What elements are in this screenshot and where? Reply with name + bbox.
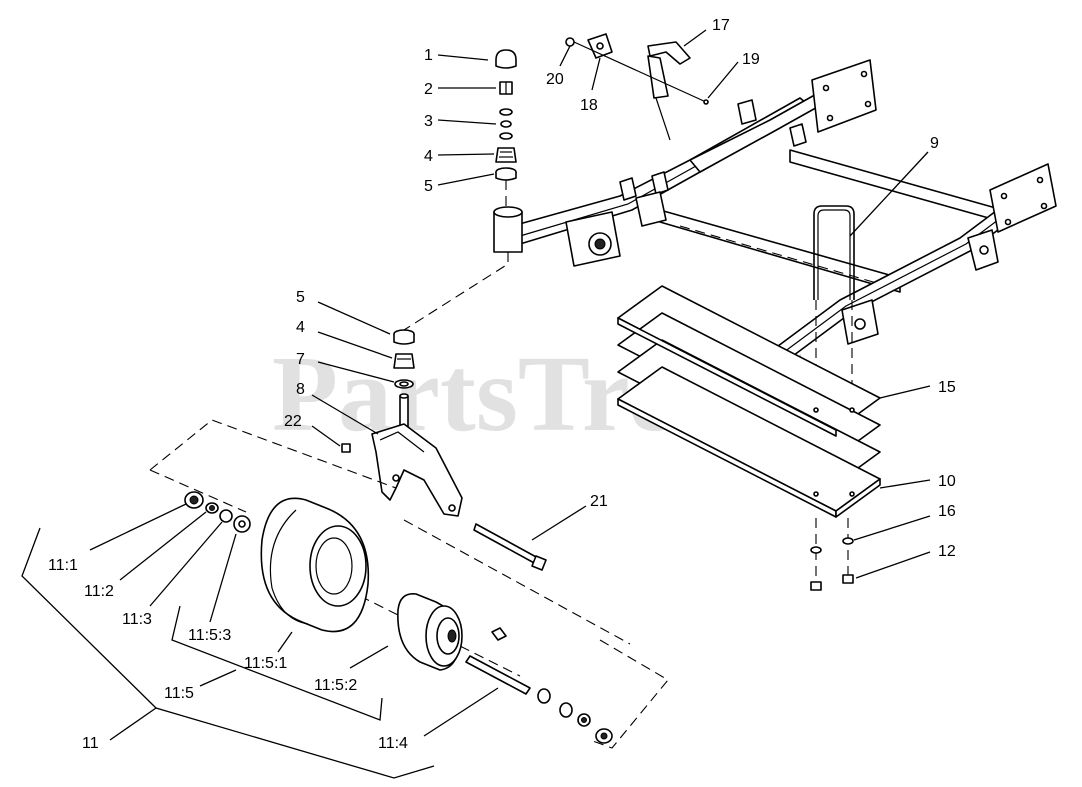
- callout-22: 22: [284, 413, 302, 430]
- callout-10: 10: [938, 473, 956, 490]
- callout-11: 11: [82, 735, 99, 752]
- callout-19: 19: [742, 51, 760, 68]
- callout-11-4: 11:4: [378, 735, 408, 752]
- callout-11-5-3: 11:5:3: [188, 627, 231, 644]
- callout-11-5-1: 11:5:1: [244, 655, 287, 672]
- callout-11-1: 11:1: [48, 557, 78, 574]
- callout-8: 8: [296, 381, 305, 398]
- callout-16: 16: [938, 503, 956, 520]
- wheel-assembly: [149, 419, 669, 749]
- callout-7: 7: [296, 351, 305, 368]
- axle-bolt: [473, 523, 547, 571]
- callout-21: 21: [590, 493, 608, 510]
- caster-lower-stack: [341, 329, 463, 517]
- callout-11-3: 11:3: [122, 611, 152, 628]
- washers-and-nuts: [810, 537, 854, 591]
- callout-5-lower: 5: [296, 289, 305, 306]
- callout-9: 9: [930, 135, 939, 152]
- callout-3: 3: [424, 113, 433, 130]
- callout-4-lower: 4: [296, 319, 305, 336]
- callout-labels: 1 2 3 4 5 5 4 7 8 22 9 17 18 19 20 15 10…: [48, 17, 956, 752]
- callout-11-5: 11:5: [164, 685, 194, 702]
- callout-11-5-2: 11:5:2: [314, 677, 357, 694]
- callout-5-top: 5: [424, 178, 433, 195]
- top-bracket: [565, 33, 709, 141]
- stack-axis-line: [403, 252, 509, 331]
- callout-17: 17: [712, 17, 730, 34]
- callout-2: 2: [424, 81, 433, 98]
- leader-lines: [21, 29, 931, 779]
- callout-11-2: 11:2: [84, 583, 114, 600]
- callout-20: 20: [546, 71, 564, 88]
- callout-4-top: 4: [424, 148, 433, 165]
- spacer-plates: [617, 285, 881, 585]
- callout-12: 12: [938, 543, 956, 560]
- callout-1: 1: [424, 47, 433, 64]
- callout-18: 18: [580, 97, 598, 114]
- main-frame: [493, 59, 1057, 399]
- callout-15: 15: [938, 379, 956, 396]
- caster-top-stack: [495, 49, 517, 212]
